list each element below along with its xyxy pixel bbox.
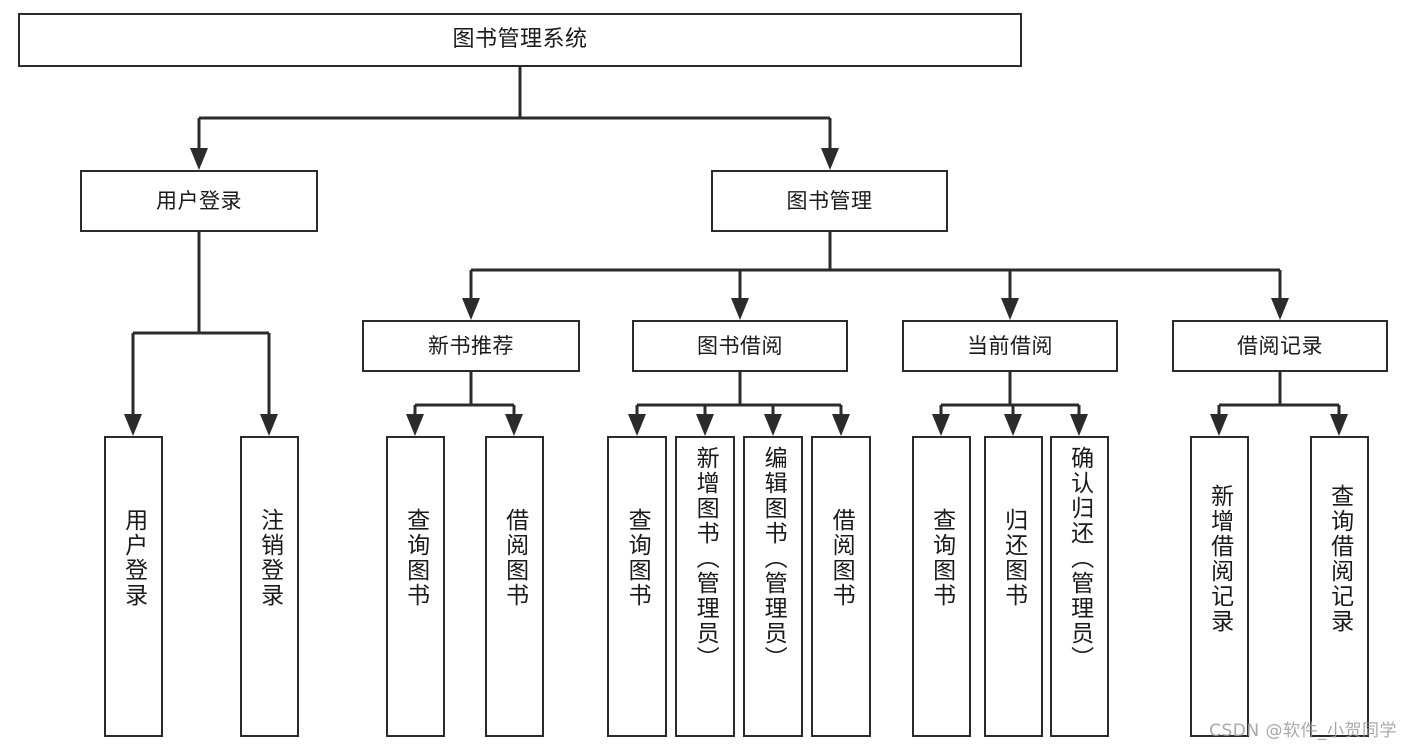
node-label: 归还图书	[1000, 508, 1027, 608]
node-label: 借阅图书	[501, 508, 528, 608]
node-book-borrow[interactable]: 图书借阅	[632, 320, 848, 372]
node-label: 确认归还（管理员）	[1066, 446, 1093, 671]
node-label: 查询借阅记录	[1326, 484, 1353, 634]
node-label: 图书借阅	[697, 333, 783, 358]
node-label: 注销登录	[256, 508, 283, 608]
node-leaf-user-login[interactable]: 用户登录	[104, 436, 163, 737]
node-label: 图书管理系统	[452, 27, 588, 53]
node-label: 新书推荐	[428, 333, 514, 358]
node-current-borrow[interactable]: 当前借阅	[902, 320, 1118, 372]
node-borrow-record[interactable]: 借阅记录	[1172, 320, 1388, 372]
node-root[interactable]: 图书管理系统	[18, 13, 1022, 67]
node-leaf-borrow-book-1[interactable]: 借阅图书	[485, 436, 544, 737]
node-leaf-return-book[interactable]: 归还图书	[984, 436, 1043, 737]
node-leaf-query-borrow-record[interactable]: 查询借阅记录	[1310, 436, 1369, 737]
node-leaf-borrow-book-2[interactable]: 借阅图书	[811, 436, 871, 737]
watermark: CSDN @软件_小贺同学	[1209, 721, 1397, 741]
node-label: 查询图书	[928, 508, 955, 608]
node-label: 查询图书	[402, 508, 429, 608]
node-label: 查询图书	[624, 508, 651, 608]
node-new-book-recommend[interactable]: 新书推荐	[362, 320, 580, 372]
node-leaf-add-book[interactable]: 新增图书（管理员）	[675, 436, 735, 737]
node-label: 编辑图书（管理员）	[760, 446, 787, 671]
node-label: 当前借阅	[967, 333, 1053, 358]
node-label: 新增借阅记录	[1206, 484, 1233, 634]
node-user-login[interactable]: 用户登录	[80, 170, 318, 232]
node-leaf-confirm-return[interactable]: 确认归还（管理员）	[1050, 436, 1109, 737]
node-leaf-query-book-1[interactable]: 查询图书	[386, 436, 445, 737]
node-label: 用户登录	[156, 188, 242, 213]
node-label: 新增图书（管理员）	[692, 446, 719, 671]
node-label: 图书管理	[786, 188, 873, 213]
node-leaf-add-borrow-record[interactable]: 新增借阅记录	[1190, 436, 1249, 737]
node-label: 借阅图书	[828, 508, 855, 608]
node-leaf-edit-book[interactable]: 编辑图书（管理员）	[743, 436, 803, 737]
node-label: 用户登录	[120, 508, 147, 608]
node-leaf-query-book-3[interactable]: 查询图书	[912, 436, 971, 737]
node-book-manage[interactable]: 图书管理	[711, 170, 948, 232]
node-leaf-user-logout[interactable]: 注销登录	[240, 436, 299, 737]
node-leaf-query-book-2[interactable]: 查询图书	[607, 436, 667, 737]
node-label: 借阅记录	[1237, 333, 1323, 358]
